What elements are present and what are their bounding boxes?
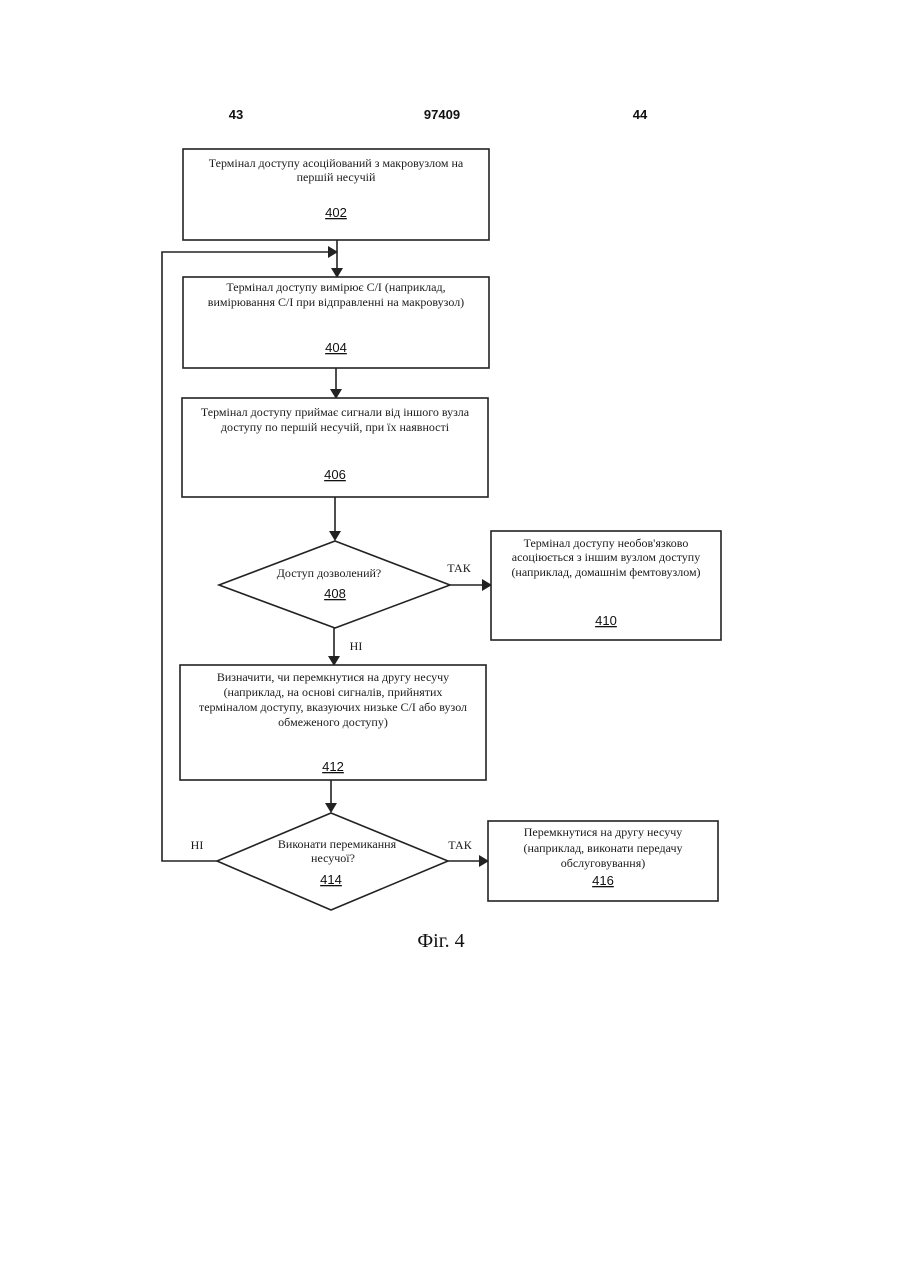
decision-408-ref: 408 xyxy=(324,586,346,601)
edge-label-no-408: НІ xyxy=(350,639,363,653)
step-404-text-line: вимірювання С/І при відправленні на макр… xyxy=(208,295,464,309)
arrowhead-414 xyxy=(325,803,337,813)
step-410-text-line: (наприклад, домашнім фемтовузлом) xyxy=(511,565,700,579)
step-412-text-line: (наприклад, на основі сигналів, прийняти… xyxy=(224,685,443,699)
step-404: Термінал доступу вимірює С/І (наприклад,… xyxy=(183,277,489,368)
step-402-ref: 402 xyxy=(325,205,347,220)
edge-label-no-414: НІ xyxy=(191,838,204,852)
page-number-right: 44 xyxy=(633,107,648,122)
step-416-text-line: (наприклад, виконати передачу xyxy=(524,841,683,855)
decision-414-question-line: Виконати перемикання xyxy=(278,837,397,851)
decision-414: Виконати перемикання несучої? 414 xyxy=(217,813,448,910)
step-406-text-line: Термінал доступу приймає сигнали від інш… xyxy=(201,405,470,419)
step-412-ref: 412 xyxy=(322,759,344,774)
decision-414-question-line: несучої? xyxy=(311,851,355,865)
step-406-text-line: доступу по першій несучій, при їх наявно… xyxy=(221,420,450,434)
step-412-text-line: терміналом доступу, вказуючих низьке С/І… xyxy=(199,700,467,714)
step-416: Перемкнутися на другу несучу (наприклад,… xyxy=(488,821,718,901)
step-404-ref: 404 xyxy=(325,340,347,355)
figure-caption: Фіг. 4 xyxy=(417,930,464,952)
step-404-text-line: Термінал доступу вимірює С/І (наприклад, xyxy=(226,280,445,294)
step-406-ref: 406 xyxy=(324,467,346,482)
step-410-text-line: асоціюється з іншим вузлом доступу xyxy=(512,550,700,564)
decision-414-ref: 414 xyxy=(320,872,342,887)
page-number-left: 43 xyxy=(229,107,243,122)
step-416-ref: 416 xyxy=(592,873,614,888)
step-416-text-line: Перемкнутися на другу несучу xyxy=(524,825,683,839)
decision-408: Доступ дозволений? 408 xyxy=(219,541,450,628)
edge-label-yes-408: ТАК xyxy=(447,561,471,575)
decision-408-diamond xyxy=(219,541,450,628)
decision-408-question: Доступ дозволений? xyxy=(277,566,382,580)
step-402-text-line: першій несучій xyxy=(297,170,376,184)
step-416-text-line: обслуговування) xyxy=(561,856,646,870)
step-412: Визначити, чи перемкнутися на другу несу… xyxy=(180,665,486,780)
edge-label-yes-414: ТАК xyxy=(448,838,472,852)
step-412-text-line: Визначити, чи перемкнутися на другу несу… xyxy=(217,670,449,684)
step-410-text-line: Термінал доступу необов'язково xyxy=(524,536,689,550)
step-410-ref: 410 xyxy=(595,613,617,628)
arrowhead-408 xyxy=(329,531,341,541)
step-410: Термінал доступу необов'язково асоціюєть… xyxy=(491,531,721,640)
step-406: Термінал доступу приймає сигнали від інш… xyxy=(182,398,488,497)
step-402: Термінал доступу асоційований з макровуз… xyxy=(183,149,489,240)
patent-number: 97409 xyxy=(424,107,460,122)
step-402-text-line: Термінал доступу асоційований з макровуз… xyxy=(209,156,464,170)
step-412-text-line: обмеженого доступу) xyxy=(278,715,388,729)
